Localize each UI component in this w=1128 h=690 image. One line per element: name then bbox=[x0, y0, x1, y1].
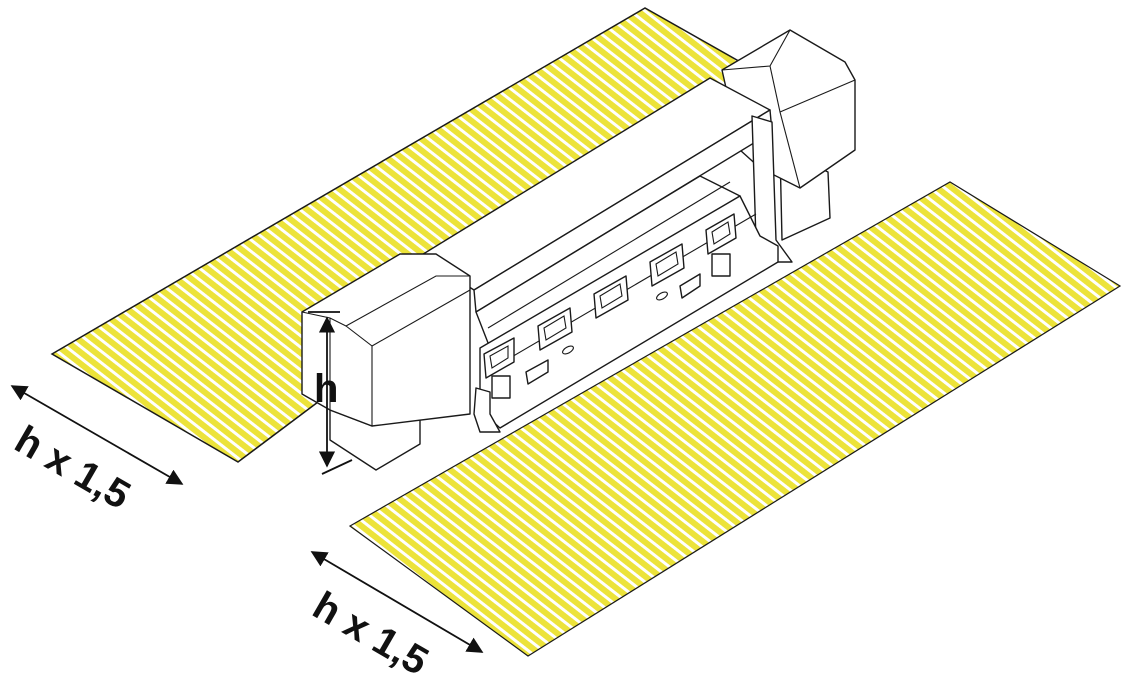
left-housing bbox=[301, 253, 471, 427]
dryer-head-1 bbox=[483, 337, 515, 379]
front-clearance-arrow bbox=[310, 551, 484, 653]
left-clearance-arrow bbox=[10, 385, 184, 485]
height-label: h bbox=[314, 367, 338, 411]
left-leg bbox=[473, 387, 501, 433]
right-housing-corner bbox=[779, 111, 801, 189]
left-terminal-box bbox=[491, 375, 511, 399]
height-tick-bottom bbox=[321, 459, 353, 475]
right-terminal-box bbox=[711, 253, 731, 277]
left-clearance-label: h x 1,5 bbox=[8, 418, 138, 518]
height-dimension: h bbox=[308, 311, 353, 475]
indicator-light-2 bbox=[656, 291, 668, 301]
dryer-head-5 bbox=[705, 213, 737, 255]
dryer-head-3 bbox=[593, 275, 629, 319]
control-slot-1 bbox=[525, 359, 549, 385]
printer-machine bbox=[301, 29, 856, 471]
rear-panel-line bbox=[487, 181, 731, 329]
control-slot-2 bbox=[679, 273, 701, 299]
dryer-head-4 bbox=[649, 243, 685, 287]
indicator-light-1 bbox=[562, 345, 574, 355]
left-housing-crease bbox=[371, 289, 471, 347]
dryer-head-2 bbox=[537, 307, 573, 351]
front-clearance-label: h x 1,5 bbox=[306, 584, 436, 684]
